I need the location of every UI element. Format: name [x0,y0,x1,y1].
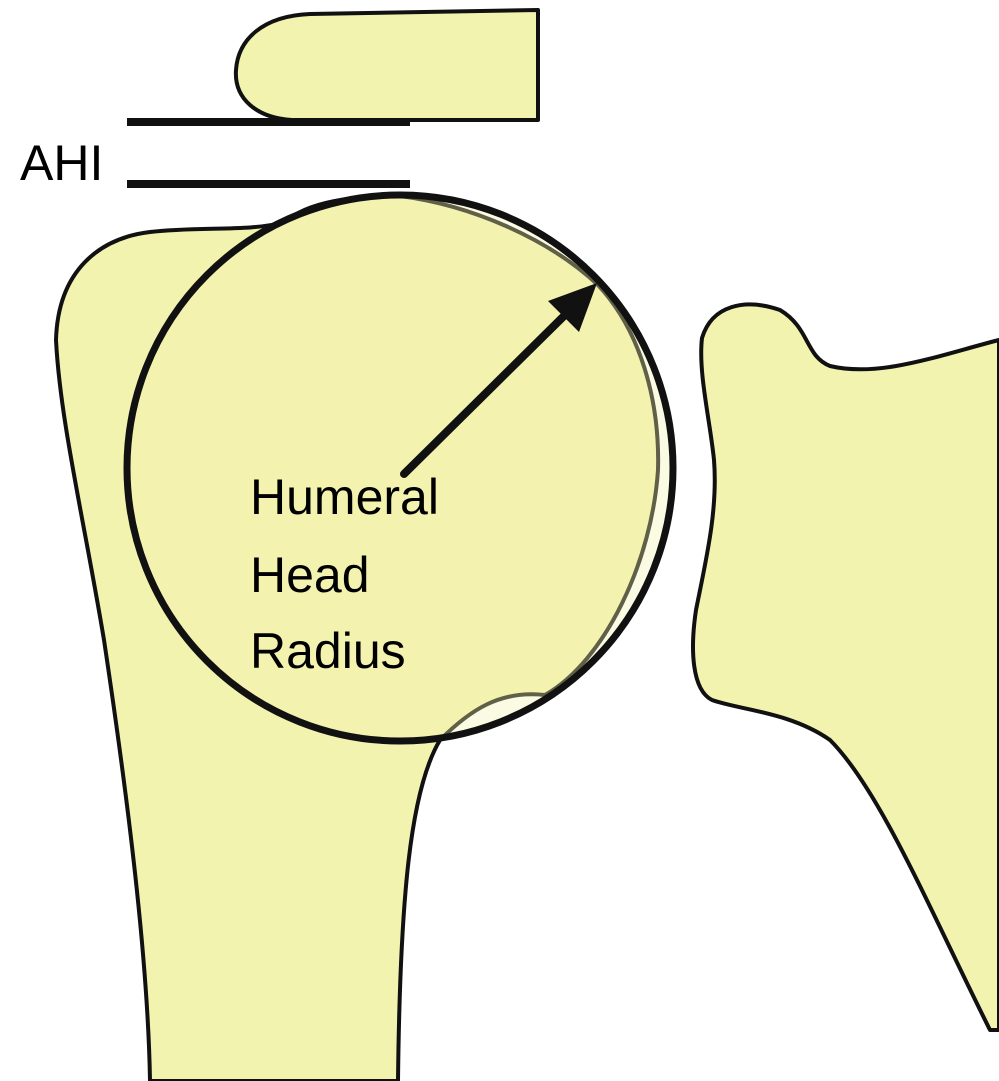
humeral-head-radius-label-line1: Humeral [250,469,439,525]
acromion [236,10,538,120]
scapula-glenoid [693,305,999,1030]
ahi-label: AHI [20,135,103,191]
humeral-head-radius-label-line2: Head [250,547,370,603]
humeral-head-radius-label-line3: Radius [250,623,406,679]
